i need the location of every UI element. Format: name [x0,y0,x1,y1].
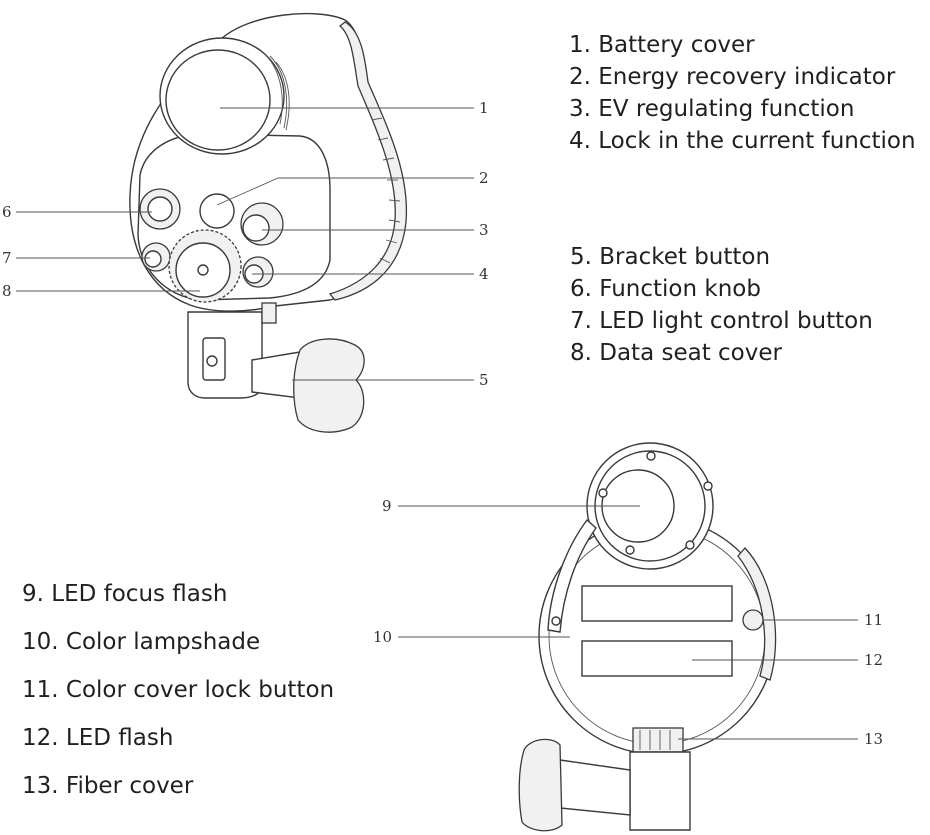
callout-5: 5 [479,371,489,389]
legend-rear-lower: 5. Bracket button 6. Function knob 7. LE… [570,241,873,369]
callout-4: 4 [479,265,489,283]
legend-item: 9. LED focus flash [22,581,228,607]
callout-10: 10 [373,628,392,646]
callout-12: 12 [864,651,883,669]
callout-3: 3 [479,221,489,239]
legend-item: 3. EV regulating function [569,96,855,122]
legend-rear-controls: 1. Battery cover 2. Energy recovery indi… [569,29,916,157]
callout-7: 7 [2,249,12,267]
callout-11: 11 [864,611,883,629]
strobe-rear-view [129,12,408,433]
callout-6: 6 [2,203,12,221]
legend-item: 12. LED flash [22,725,174,751]
callout-1: 1 [479,99,489,117]
legend-item: 8. Data seat cover [570,340,782,366]
legend-item: 6. Function knob [570,276,761,302]
legend-item: 1. Battery cover [569,32,755,58]
callout-2: 2 [479,169,489,187]
legend-item: 2. Energy recovery indicator [569,64,896,90]
callout-9: 9 [382,497,392,515]
legend-item: 11. Color cover lock button [22,677,335,703]
strobe-front-view [518,442,777,832]
callout-13: 13 [864,730,883,748]
leader-lines [16,107,858,740]
legend-front: 9. LED focus flash 10. Color lampshade 1… [22,576,334,816]
legend-item: 4. Lock in the current function [569,128,916,154]
callout-8: 8 [2,282,12,300]
legend-item: 10. Color lampshade [22,629,261,655]
legend-item: 7. LED light control button [570,308,873,334]
legend-item: 5. Bracket button [570,244,771,270]
legend-item: 13. Fiber cover [22,773,194,799]
